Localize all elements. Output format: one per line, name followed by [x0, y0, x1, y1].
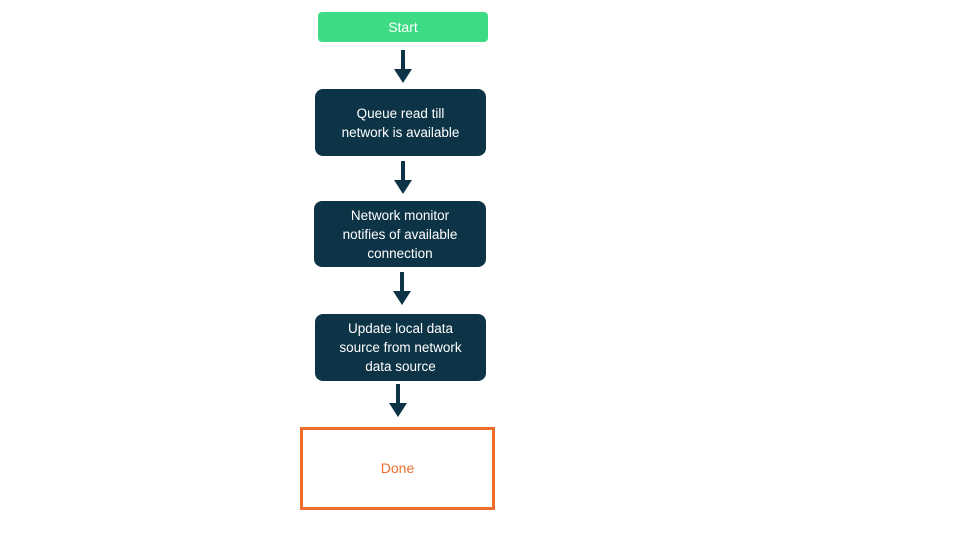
flow-node-start: Start — [318, 12, 488, 42]
flow-arrow-2 — [394, 161, 412, 194]
flow-node-queue-read: Queue read till network is available — [315, 89, 486, 156]
flow-arrow-3 — [393, 272, 411, 305]
flow-node-done-label: Done — [380, 460, 415, 476]
arrow-down-icon — [394, 180, 412, 194]
flow-node-network-monitor: Network monitor notifies of available co… — [314, 201, 486, 267]
flow-node-queue-read-label: Queue read till network is available — [341, 105, 460, 140]
flow-node-update-local-data: Update local data source from network da… — [315, 314, 486, 381]
arrow-stem — [401, 161, 405, 180]
flow-arrow-4 — [389, 384, 407, 417]
arrow-stem — [396, 384, 400, 403]
flow-node-start-label: Start — [388, 18, 418, 35]
flow-node-network-monitor-label: Network monitor notifies of available co… — [342, 207, 458, 261]
flow-arrow-1 — [394, 50, 412, 83]
arrow-down-icon — [394, 69, 412, 83]
arrow-down-icon — [389, 403, 407, 417]
arrow-stem — [400, 272, 404, 291]
arrow-down-icon — [393, 291, 411, 305]
flow-node-done: Done — [300, 427, 495, 510]
flow-node-update-local-data-label: Update local data source from network da… — [339, 321, 462, 374]
arrow-stem — [401, 50, 405, 69]
